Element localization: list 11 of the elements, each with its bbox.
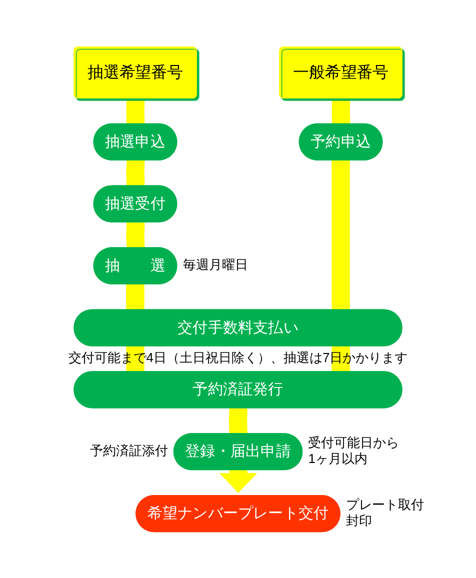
side-note: 受付可能日から1ヶ月以内 (308, 434, 400, 468)
connector (228, 408, 248, 434)
connector (126, 284, 144, 310)
side-note: 予約済証添付 (90, 443, 168, 460)
connector (126, 160, 145, 186)
connector (332, 98, 350, 124)
connector (126, 222, 145, 248)
side-note: 毎週月曜日 (182, 257, 248, 274)
connector (126, 98, 145, 124)
connector (332, 160, 350, 310)
side-note: プレート取付封印 (346, 496, 425, 530)
